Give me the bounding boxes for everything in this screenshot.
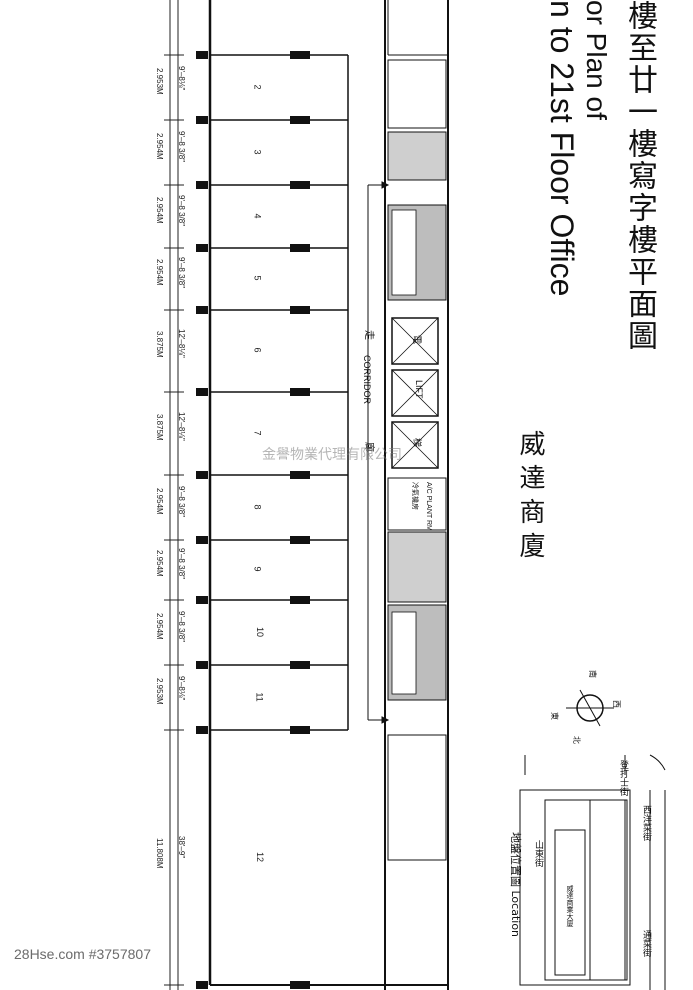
unit-partitions <box>210 54 348 986</box>
unit-label: 3 <box>252 148 263 155</box>
dimension-metric: 3.875M <box>155 331 164 358</box>
dimension-metric: 2.954M <box>155 196 164 224</box>
toilet-lower <box>387 531 447 603</box>
ac-plant-cn: 冷氣機房 <box>411 482 418 510</box>
column <box>196 661 208 669</box>
dimension-imperial: 9'–8 3/8" <box>177 485 186 517</box>
unit-label: 9 <box>252 566 263 572</box>
column <box>196 981 208 989</box>
unit-label: 12 <box>255 851 266 862</box>
compass-s: 南 <box>588 670 597 678</box>
column <box>290 388 310 396</box>
dimension-metric: 2.954M <box>155 132 164 160</box>
corridor-arrows <box>367 181 390 724</box>
unit-label: 8 <box>252 503 263 510</box>
dimension-lines <box>169 0 179 990</box>
ac-plant-label: A/C PLANT RM. <box>425 482 432 533</box>
column <box>290 306 310 314</box>
dimension-imperial: 9'–8⅛" <box>177 65 186 90</box>
dimension-metric: 2.954M <box>155 550 164 577</box>
corridor-label: CORRIDOR <box>362 355 372 404</box>
compass-e: 東 <box>550 712 559 720</box>
column <box>196 388 208 396</box>
dimension-metric: 2.954M <box>155 259 164 286</box>
unit-label: 10 <box>255 626 266 637</box>
column <box>290 536 310 544</box>
dimension-imperial: 9'–8 3/8" <box>177 194 186 226</box>
dimension-metric: 11.808M <box>155 837 164 869</box>
column <box>196 596 208 604</box>
building-name: 威達商廈 <box>515 430 545 566</box>
structural-columns <box>196 51 310 989</box>
column <box>196 471 208 479</box>
column <box>290 726 310 734</box>
column <box>290 244 310 252</box>
unit-label: 4 <box>252 212 263 219</box>
toilet-upper <box>387 131 447 181</box>
street-4: 通菜街 <box>641 930 651 957</box>
unit-label: 7 <box>252 429 263 436</box>
unit-label: 6 <box>252 347 263 353</box>
location-map <box>519 754 666 990</box>
corridor-mark-top: 走 <box>363 330 374 340</box>
street-2: 登打士街 <box>618 760 628 796</box>
compass-w: 西 <box>612 700 621 708</box>
column <box>290 51 310 59</box>
dimension-imperial: 12'–8⅛" <box>177 411 186 441</box>
street-3: 山東街 <box>533 840 543 867</box>
column <box>290 661 310 669</box>
column <box>196 181 208 189</box>
lift-label: LIFT <box>414 380 424 399</box>
dimension-metric: 2.953M <box>155 677 164 705</box>
column <box>196 116 208 124</box>
dimension-imperial: 9'–8 3/8" <box>177 548 186 580</box>
watermark: 金譽物業代理有限公司 <box>262 447 402 463</box>
lift-mark-2: 梯 <box>412 438 422 448</box>
column <box>290 596 310 604</box>
credit-text: 28Hse.com #3757807 <box>14 946 151 962</box>
location-building-label: 威達商業大廈 <box>566 885 574 927</box>
column <box>196 51 208 59</box>
compass <box>566 689 614 727</box>
column <box>196 244 208 252</box>
dimension-metric: 2.954M <box>155 487 164 515</box>
unit-label: 2 <box>252 83 263 90</box>
unit-label: 5 <box>252 275 263 281</box>
dimension-imperial: 12'–8⅛" <box>177 329 186 358</box>
dimension-imperial: 38'–9" <box>177 835 186 858</box>
lift-mark-1: 電 <box>412 335 422 345</box>
dimension-metric: 2.953M <box>155 67 164 95</box>
location-map-title: 地盤位置圖 Location <box>509 832 522 938</box>
column <box>196 726 208 734</box>
title-english-line1: or Plan of <box>581 0 612 120</box>
dimension-imperial: 9'–8 3/8" <box>177 610 186 642</box>
dimension-imperial: 9'–8 3/8" <box>177 257 186 289</box>
dimension-imperial: 9'–8 3/8" <box>177 130 186 162</box>
column <box>290 981 310 989</box>
column <box>290 116 310 124</box>
column <box>196 536 208 544</box>
dimension-metric: 2.954M <box>155 612 164 640</box>
unit-label: 11 <box>254 691 265 702</box>
dimension-ticks <box>164 54 184 986</box>
street-1: 西洋菜街 <box>641 805 651 841</box>
dimension-metric: 3.875M <box>155 413 164 441</box>
title-chinese: 樓至廿一樓寫字樓平面圖 <box>622 0 657 352</box>
column <box>290 181 310 189</box>
title-english-line2: n to 21st Floor Office <box>544 0 580 297</box>
dimension-imperial: 9'–8⅛" <box>177 675 186 700</box>
column <box>290 471 310 479</box>
column <box>196 306 208 314</box>
compass-n: 北 <box>572 736 581 744</box>
building-core <box>387 59 447 861</box>
